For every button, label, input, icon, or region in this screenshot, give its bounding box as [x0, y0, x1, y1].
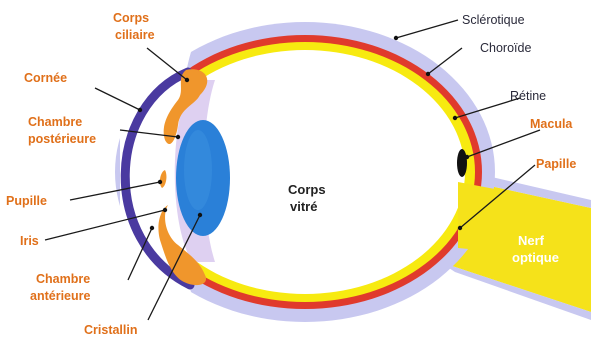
label-chambre-posterieure-2: postérieure	[28, 132, 96, 146]
macula-spot	[457, 149, 467, 177]
label-iris: Iris	[20, 234, 39, 248]
label-corps-vitre-2: vitré	[290, 199, 317, 214]
label-choroide: Choroïde	[480, 41, 531, 55]
label-sclerotique: Sclérotique	[462, 13, 525, 27]
label-corps-ciliaire-1: Corps	[113, 11, 149, 25]
label-cornee: Cornée	[24, 71, 67, 85]
label-retine: Rétine	[510, 89, 546, 103]
label-nerf-optique-2: optique	[512, 250, 559, 265]
papilla-region	[458, 182, 500, 252]
label-chambre-anterieure-1: Chambre	[36, 272, 90, 286]
label-pupille: Pupille	[6, 194, 47, 208]
lens-shade	[184, 130, 212, 210]
label-nerf-optique-1: Nerf	[518, 233, 545, 248]
label-chambre-anterieure-2: antérieure	[30, 289, 90, 303]
label-macula: Macula	[530, 117, 573, 131]
label-corps-vitre-1: Corps	[288, 182, 326, 197]
label-chambre-posterieure-1: Chambre	[28, 115, 82, 129]
label-cristallin: Cristallin	[84, 323, 138, 337]
label-corps-ciliaire-2: ciliaire	[115, 28, 155, 42]
label-papille: Papille	[536, 157, 576, 171]
